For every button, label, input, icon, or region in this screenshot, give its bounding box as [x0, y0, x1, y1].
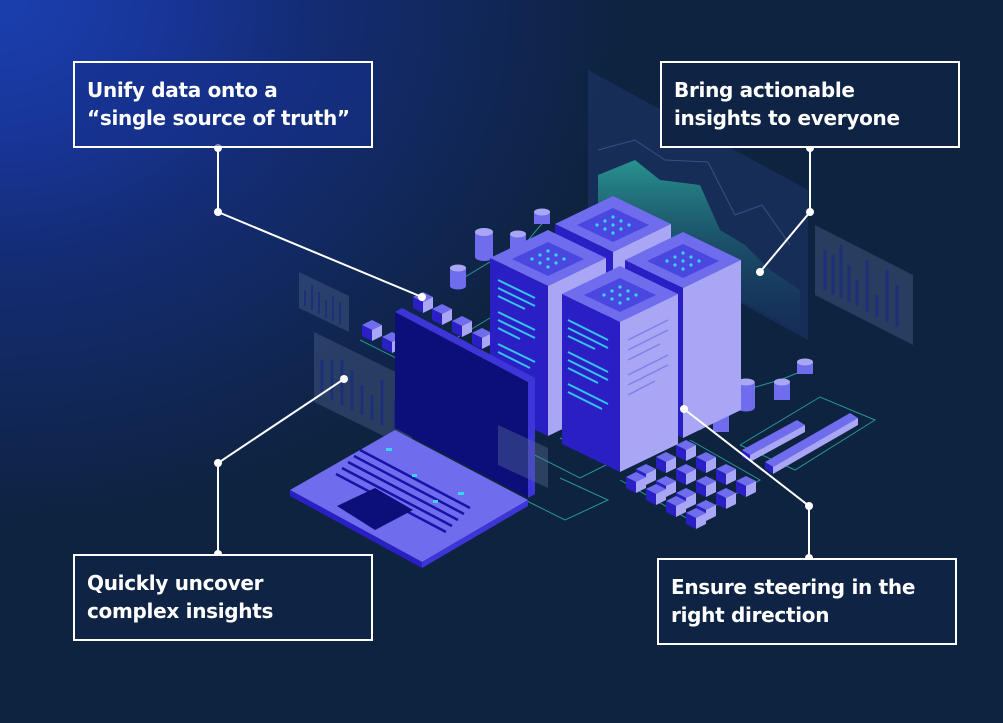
- server-led-grids: [530, 215, 701, 305]
- connector-dot: [214, 459, 222, 467]
- bar-chart-panel-right: [815, 225, 913, 345]
- bar-chart-panel-center: [498, 425, 548, 488]
- laptop: [290, 308, 535, 568]
- bar-chart-panel-left-small: [299, 272, 349, 332]
- bar-chart-panel-left-large: [314, 332, 412, 450]
- connector-dot: [214, 208, 222, 216]
- server-tower-front: [562, 266, 678, 472]
- callout-text-line: right direction: [671, 603, 830, 627]
- connector-dot: [805, 502, 813, 510]
- connector-dot: [680, 405, 688, 413]
- callout-steering-direction: Ensure steering in the right direction: [657, 558, 957, 645]
- callout-text-line: Quickly uncover: [87, 571, 264, 595]
- callout-text-line: “single source of truth”: [87, 106, 350, 130]
- callout-text-line: insights to everyone: [674, 106, 900, 130]
- connector-dot: [806, 208, 814, 216]
- callout-uncover-insights: Quickly uncover complex insights: [73, 554, 373, 641]
- callout-text-line: Ensure steering in the: [671, 575, 916, 599]
- database-cylinders: [450, 208, 813, 432]
- callout-text-line: Bring actionable: [674, 78, 855, 102]
- flat-bars: [742, 413, 858, 474]
- connector-dot: [418, 293, 426, 301]
- callout-text-line: complex insights: [87, 599, 274, 623]
- callout-actionable-insights: Bring actionable insights to everyone: [660, 61, 960, 148]
- connector-dot: [340, 375, 348, 383]
- server-tower-left: [490, 230, 606, 436]
- connector-dot: [756, 268, 764, 276]
- callout-text-line: Unify data onto a: [87, 78, 278, 102]
- callout-unify-data: Unify data onto a “single source of trut…: [73, 61, 373, 148]
